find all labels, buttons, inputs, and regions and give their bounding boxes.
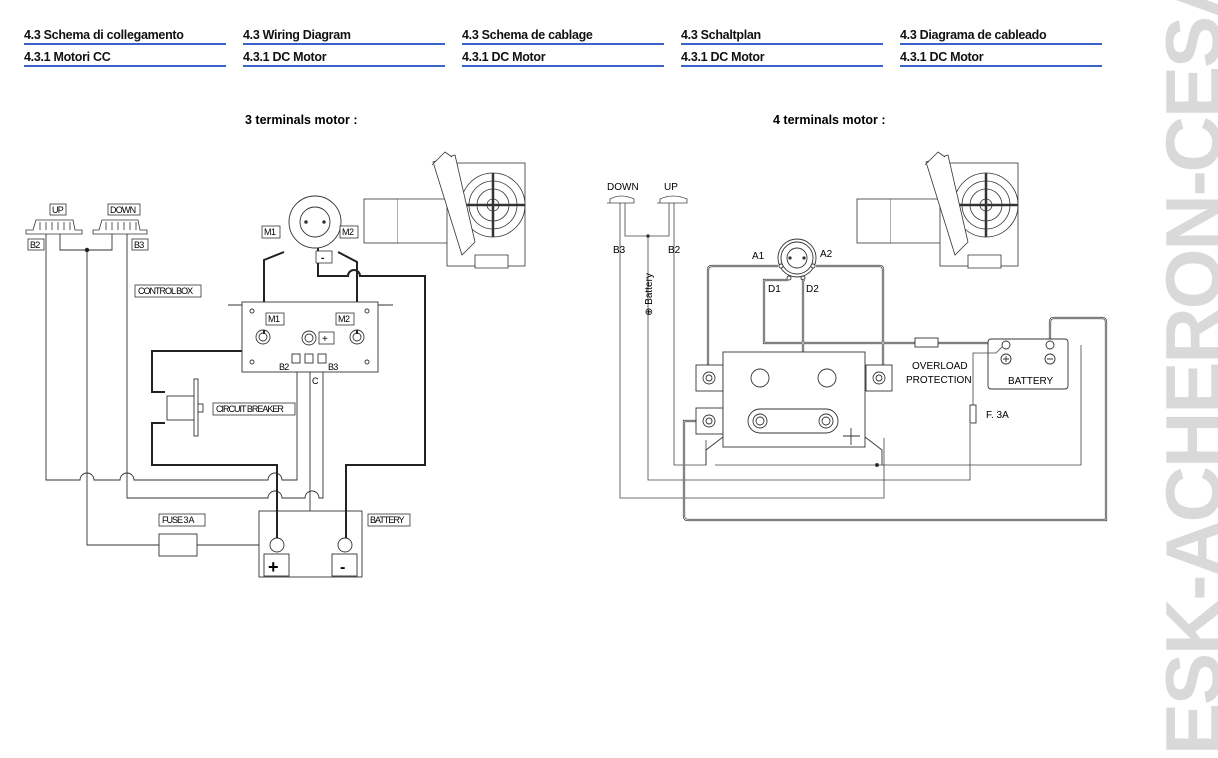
circuit-breaker-label: CIRCUIT BREAKER (216, 404, 284, 414)
diagram-3-terminals: 3 terminals motor : UP DOWN B2 B3 CONTRO… (25, 113, 526, 578)
fuse-3a-icon (969, 404, 977, 424)
diagram-left-title: 3 terminals motor : (245, 113, 358, 127)
fuse-3a-label: F. 3A (986, 410, 1009, 421)
battery-minus-terminal: - (340, 559, 345, 576)
motor-4-terminal (777, 238, 817, 281)
battery-left (258, 510, 363, 578)
battery-right (987, 338, 1069, 390)
up-label: UP (52, 205, 64, 215)
header-title-de: 4.3 Schaltplan (681, 28, 883, 45)
windlass-drawing-right (856, 151, 1019, 269)
d1-label: D1 (768, 284, 781, 295)
box-b2-label: B2 (279, 362, 289, 372)
motor-minus-label: - (321, 253, 324, 264)
a1-label: A1 (752, 251, 765, 262)
header-subtitle-es: 4.3.1 DC Motor (900, 50, 1102, 67)
header-subtitle-it: 4.3.1 Motori CC (24, 50, 226, 67)
header-title-en: 4.3 Wiring Diagram (243, 28, 445, 45)
circuit-breaker (166, 378, 204, 437)
header-title-es: 4.3 Diagrama de cableado (900, 28, 1102, 45)
header-subtitle-en: 4.3.1 DC Motor (243, 50, 445, 67)
box-m1-label: M1 (268, 314, 280, 324)
motor-m2-label: M2 (342, 227, 354, 237)
d2-label: D2 (806, 284, 819, 295)
overload-fuse-icon (914, 337, 939, 348)
solenoid-box (695, 351, 893, 465)
diagram-4-terminals: 4 terminals motor : DOWN UP B3 B2 ⊕ Batt… (607, 113, 1108, 522)
header-subtitle-de: 4.3.1 DC Motor (681, 50, 883, 67)
right-down-label: DOWN (607, 182, 639, 193)
windlass-drawing-left (363, 151, 526, 269)
fuse-label: FUSE 3 A (162, 515, 195, 525)
a2-label: A2 (820, 249, 833, 260)
fuse-icon (158, 533, 198, 557)
right-battery-label: BATTERY (1008, 376, 1054, 387)
box-c-label: C (312, 376, 319, 386)
up-switch (25, 203, 83, 235)
control-box-label: CONTROL BOX (138, 286, 193, 296)
box-b3-label: B3 (328, 362, 338, 372)
overload-label-1: OVERLOAD (912, 361, 968, 372)
right-switches (607, 195, 1082, 499)
right-up-label: UP (664, 182, 678, 193)
control-box (228, 301, 393, 373)
motor-m1-label: M1 (264, 227, 276, 237)
motor-3-terminal (288, 195, 342, 249)
b2-label: B2 (30, 240, 40, 250)
right-battery-plus-label: ⊕ Battery (644, 273, 655, 316)
right-b2-label: B2 (668, 245, 681, 256)
header-title-fr: 4.3 Schema de cablage (462, 28, 664, 45)
right-b3-label: B3 (613, 245, 626, 256)
box-m2-label: M2 (338, 314, 350, 324)
down-label: DOWN (110, 205, 136, 215)
control-wires (45, 234, 341, 546)
battery-plus-terminal: + (268, 557, 279, 577)
header-subtitle-fr: 4.3.1 DC Motor (462, 50, 664, 67)
header-title-it: 4.3 Schema di collegamento (24, 28, 226, 45)
diagram-right-title: 4 terminals motor : (773, 113, 886, 127)
b3-label: B3 (134, 240, 144, 250)
overload-label-2: PROTECTION (906, 375, 972, 386)
down-switch (92, 203, 148, 235)
box-plus-label: + (322, 334, 328, 345)
battery-label: BATTERY (370, 515, 405, 525)
